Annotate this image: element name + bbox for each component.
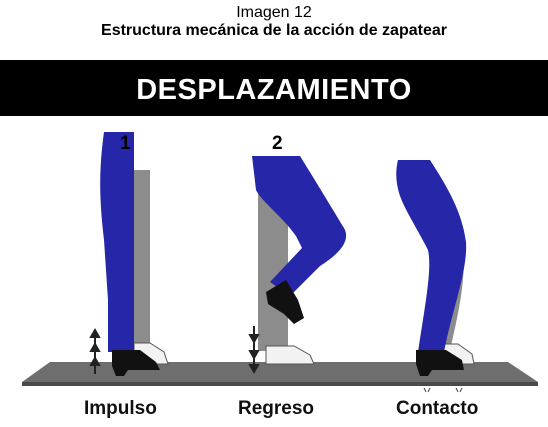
- banner-title: DESPLAZAMIENTO: [136, 74, 412, 106]
- lifted-shoe: [266, 280, 304, 324]
- leg: [252, 156, 347, 296]
- figure-title: Estructura mecánica de la acción de zapa…: [101, 22, 447, 39]
- leg-shadow: [132, 170, 150, 350]
- step-label-contacto: Contacto: [396, 398, 479, 419]
- step-number-1: 1: [120, 133, 131, 154]
- shoe: [416, 350, 464, 376]
- standing-shoe: [265, 345, 315, 365]
- leg: [100, 132, 134, 352]
- step-label-regreso: Regreso: [238, 398, 315, 419]
- leg: [396, 160, 467, 352]
- figure-contacto: [396, 160, 475, 393]
- floor-edge: [22, 382, 538, 386]
- step-label-impulso: Impulso: [84, 398, 157, 419]
- figure-number: Imagen 12: [236, 4, 312, 21]
- downward-arrows-icon: [248, 326, 260, 375]
- figure-impulso: [89, 132, 169, 376]
- contact-marks-icon: [423, 387, 463, 393]
- shoe: [112, 350, 160, 376]
- title-banner: [0, 60, 548, 116]
- figure-regreso: [248, 156, 347, 375]
- upward-arrows-icon: [89, 327, 101, 374]
- step-number-2: 2: [272, 133, 283, 154]
